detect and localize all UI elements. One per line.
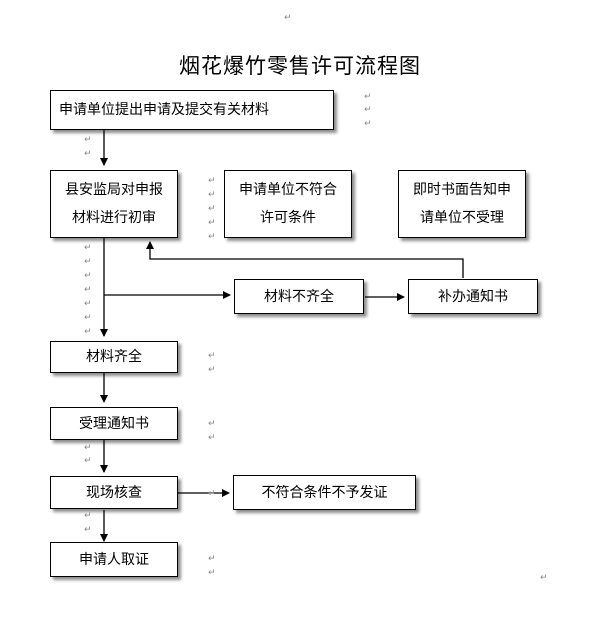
return-mark: ↵ xyxy=(208,176,216,186)
box-not-qualified-line2: 许可条件 xyxy=(260,210,316,226)
return-mark: ↵ xyxy=(84,257,92,267)
return-mark: ↵ xyxy=(208,190,216,200)
box-reject-notice: 即时书面告知申 请单位不受理 xyxy=(398,170,526,238)
box-submit-application: 申请单位提出申请及提交有关材料 xyxy=(50,90,334,130)
return-mark: ↵ xyxy=(84,443,92,453)
box-collect-certificate: 申请人取证 xyxy=(50,542,178,577)
box-inspection-label: 现场核查 xyxy=(86,484,142,501)
return-mark: ↵ xyxy=(208,489,216,499)
box-materials-complete: 材料齐全 xyxy=(50,341,178,373)
box-not-qualified-line1: 申请单位不符合 xyxy=(239,182,337,198)
box-supplement-label: 补办通知书 xyxy=(438,288,508,305)
box-reject-line1: 即时书面告知申 xyxy=(413,182,511,198)
return-mark: ↵ xyxy=(208,433,216,443)
box-materials-incomplete: 材料不齐全 xyxy=(234,279,364,314)
return-mark: ↵ xyxy=(84,299,92,309)
box-collect-label: 申请人取证 xyxy=(79,551,149,568)
box-site-inspection: 现场核查 xyxy=(50,476,178,509)
box-not-issued: 不符合条件不予发证 xyxy=(233,475,416,510)
return-mark: ↵ xyxy=(84,327,92,337)
box-initial-review: 县安监局对申报 材料进行初审 xyxy=(50,170,178,238)
box-review-line1: 县安监局对申报 xyxy=(65,182,163,198)
box-acceptance-label: 受理通知书 xyxy=(79,415,149,432)
box-submit-label: 申请单位提出申请及提交有关材料 xyxy=(59,102,269,118)
return-mark: ↵ xyxy=(84,135,92,145)
box-acceptance-notice: 受理通知书 xyxy=(50,407,178,440)
page-title: 烟花爆竹零售许可流程图 xyxy=(179,54,421,78)
return-mark: ↵ xyxy=(84,511,92,521)
return-mark: ↵ xyxy=(84,313,92,323)
box-incomplete-label: 材料不齐全 xyxy=(264,288,334,305)
return-mark: ↵ xyxy=(84,285,92,295)
return-mark: ↵ xyxy=(208,232,216,242)
return-mark: ↵ xyxy=(208,419,216,429)
return-mark: ↵ xyxy=(540,573,548,583)
return-mark: ↵ xyxy=(208,554,216,564)
return-mark: ↵ xyxy=(208,351,216,361)
return-mark: ↵ xyxy=(84,243,92,253)
box-review-line2: 材料进行初审 xyxy=(72,210,156,226)
return-mark: ↵ xyxy=(84,525,92,535)
return-mark: ↵ xyxy=(208,365,216,375)
return-mark: ↵ xyxy=(284,13,292,23)
return-mark: ↵ xyxy=(84,149,92,159)
return-mark: ↵ xyxy=(84,271,92,281)
arrow-supplement-back-to-review xyxy=(146,241,464,278)
box-supplement-notice: 补办通知书 xyxy=(408,279,538,314)
return-mark: ↵ xyxy=(84,456,92,466)
return-mark: ↵ xyxy=(208,218,216,228)
return-mark: ↵ xyxy=(208,204,216,214)
return-mark: ↵ xyxy=(406,62,414,72)
box-not-qualified: 申请单位不符合 许可条件 xyxy=(224,170,352,238)
return-mark: ↵ xyxy=(364,92,372,102)
box-reject-line2: 请单位不受理 xyxy=(420,210,504,226)
box-complete-label: 材料齐全 xyxy=(86,349,142,365)
box-not-issued-label: 不符合条件不予发证 xyxy=(261,484,388,501)
return-mark: ↵ xyxy=(364,105,372,115)
return-mark: ↵ xyxy=(208,568,216,578)
return-mark: ↵ xyxy=(364,119,372,129)
